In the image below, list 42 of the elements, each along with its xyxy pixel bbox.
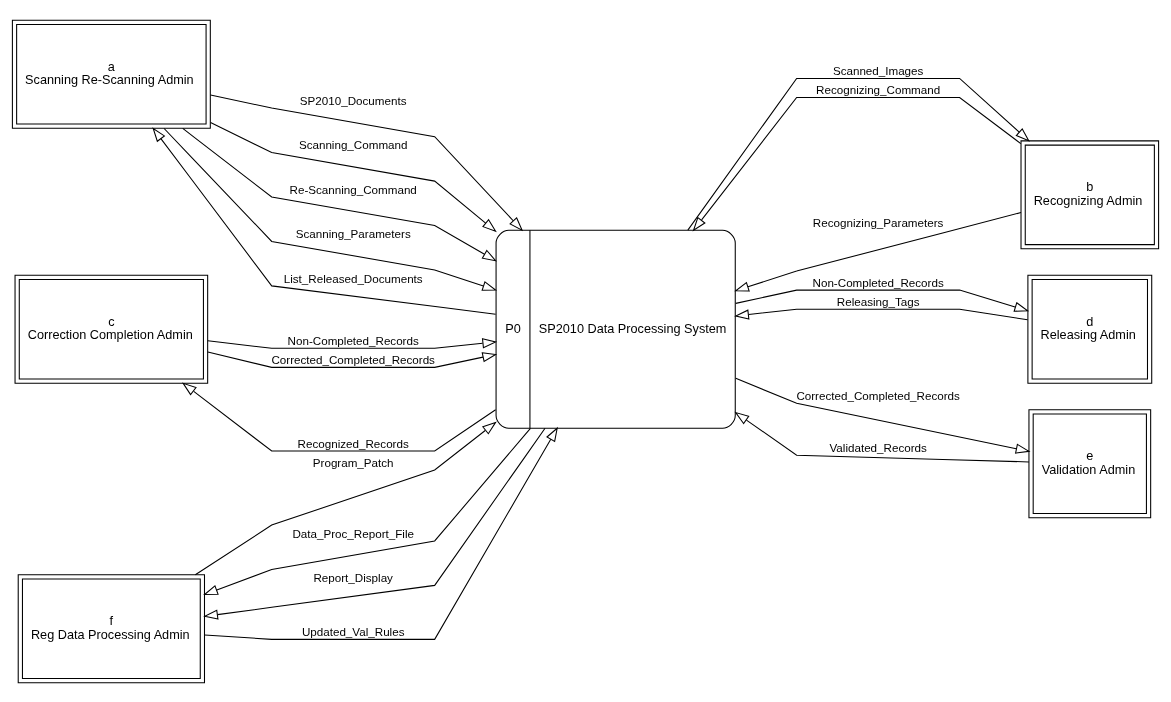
arrow — [735, 289, 1030, 312]
arrow — [194, 420, 497, 575]
edge-label: Scanning_Parameters — [295, 226, 411, 240]
arrow — [210, 94, 524, 231]
arrow — [210, 121, 497, 232]
arrow — [203, 427, 531, 595]
edge-label: Recognizing_Parameters — [812, 215, 944, 229]
arrow — [163, 127, 498, 291]
edge-label: Recognized_Records — [297, 436, 409, 450]
edge-label: Corrected_Completed_Records — [796, 388, 960, 402]
arrow — [734, 411, 1030, 462]
arrow — [207, 351, 498, 368]
edge-label: List_Released_Documents — [283, 270, 423, 284]
edge-label: Scanned_Images — [832, 63, 924, 77]
edge-label: Re-Scanning_Command — [289, 182, 417, 196]
edge-label: Data_Proc_Report_File — [292, 526, 414, 540]
edge-label: Recognizing_Command — [816, 82, 941, 96]
edge-label: Report_Display — [313, 570, 393, 584]
node-box: c Correction Completion Admin — [14, 274, 209, 384]
node-box: e Validation Admin — [1028, 408, 1152, 518]
edge-label: Corrected_Completed_Records — [271, 352, 435, 366]
arrow — [735, 377, 1031, 454]
edge-label: Validated_Records — [829, 440, 927, 454]
node-box: a Scanning Re-Scanning Admin — [11, 19, 211, 129]
arrow — [207, 337, 498, 349]
edge-label: Non-Completed_Records — [287, 333, 419, 347]
edge-label: Scanning_Command — [298, 137, 408, 151]
arrow — [687, 77, 1030, 231]
edge-label: Releasing_Tags — [836, 294, 920, 308]
arrow — [734, 211, 1022, 292]
edge-label: Non-Completed_Records — [812, 275, 944, 289]
edge-label: Updated_Val_Rules — [301, 624, 405, 638]
node-box: f Reg Data Processing Admin — [17, 573, 205, 683]
arrow — [181, 381, 497, 451]
node-box: b Recognizing Admin — [1020, 139, 1160, 249]
edge-label: Program_Patch — [312, 455, 394, 469]
arrow — [692, 96, 1022, 232]
arrow — [182, 127, 497, 261]
arrow — [734, 308, 1029, 320]
arrow — [152, 126, 497, 315]
edge-label: SP2010_Documents — [299, 93, 407, 107]
node-box: d Releasing Admin — [1027, 274, 1153, 384]
